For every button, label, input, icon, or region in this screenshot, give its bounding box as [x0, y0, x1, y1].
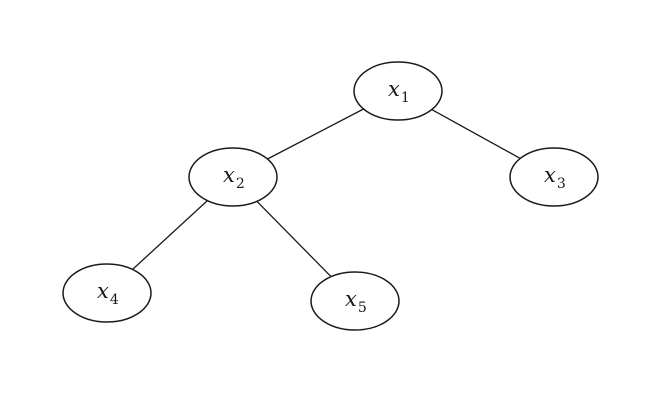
edges-layer	[132, 108, 521, 278]
node-label: x4	[97, 279, 119, 308]
node-x2: x2	[188, 147, 278, 207]
node-label-variable: x	[345, 287, 357, 311]
node-ellipse	[509, 147, 599, 207]
edge-x2-x5	[256, 200, 332, 278]
node-label: x3	[544, 163, 566, 192]
node-label-subscript: 5	[358, 300, 367, 316]
node-label: x1	[388, 77, 410, 106]
node-label-subscript: 1	[401, 90, 410, 106]
node-label-subscript: 4	[110, 292, 119, 308]
node-label: x5	[345, 287, 367, 316]
node-label: x2	[223, 163, 245, 192]
node-ellipse	[310, 271, 400, 331]
node-ellipse	[188, 147, 278, 207]
node-x3: x3	[509, 147, 599, 207]
edge-x1-x3	[431, 109, 521, 159]
node-x5: x5	[310, 271, 400, 331]
edge-x1-x2	[267, 108, 364, 160]
edge-x2-x4	[132, 200, 208, 270]
node-ellipse	[353, 61, 443, 121]
node-label-variable: x	[388, 77, 400, 101]
node-label-variable: x	[544, 163, 556, 187]
node-label-variable: x	[223, 163, 235, 187]
node-ellipse	[62, 263, 152, 323]
node-x1: x1	[353, 61, 443, 121]
node-label-subscript: 3	[557, 176, 566, 192]
node-x4: x4	[62, 263, 152, 323]
node-label-subscript: 2	[236, 176, 245, 192]
node-label-variable: x	[97, 279, 109, 303]
